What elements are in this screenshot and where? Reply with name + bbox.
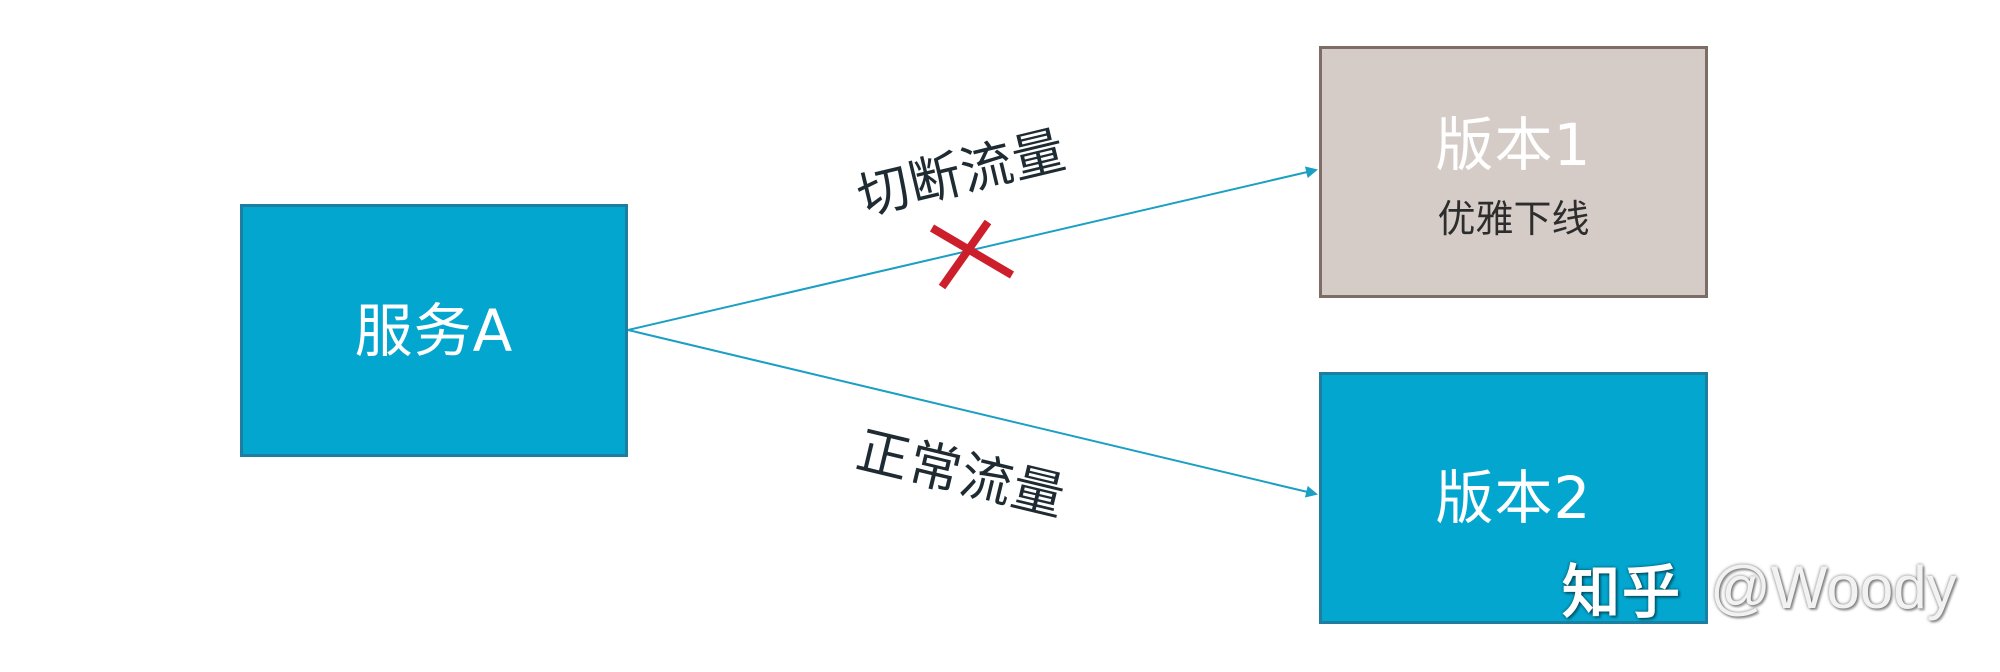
version-1-status: 优雅下线 [1437, 197, 1590, 241]
version-2-label: 版本2 [1435, 464, 1592, 532]
version-2-node: 版本2 [1319, 372, 1708, 624]
service-a-label: 服务A [354, 296, 514, 365]
watermark: 知乎 @Woody [1562, 545, 1957, 629]
arrow-to-version-2 [627, 329, 1318, 498]
zhihu-logo: 知乎 [1562, 558, 1683, 626]
author-handle: @Woody [1710, 553, 1957, 621]
version-1-node: 版本1 优雅下线 [1319, 46, 1708, 298]
blocked-x-icon [929, 219, 1015, 290]
service-a-node: 服务A [240, 204, 628, 457]
version-1-label: 版本1 [1435, 111, 1592, 179]
